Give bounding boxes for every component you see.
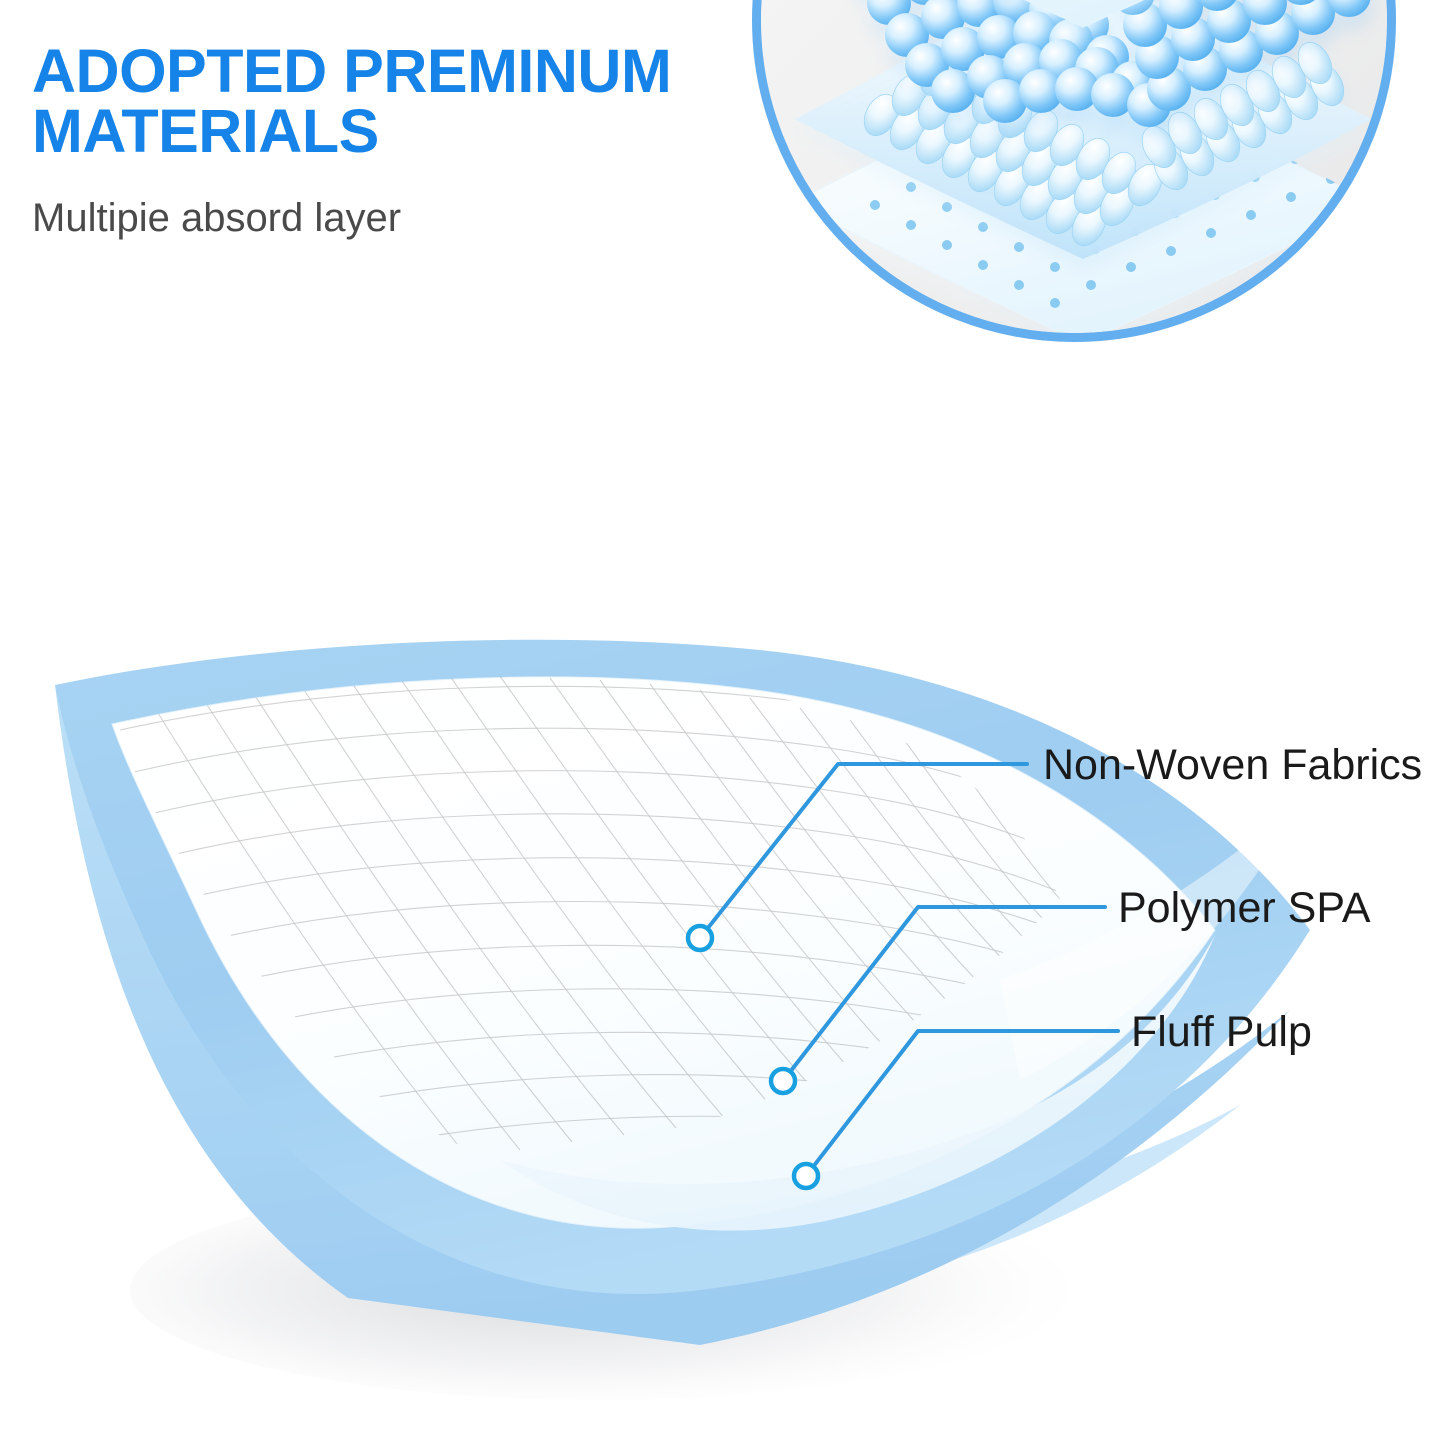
page-subtitle: Multipie absord layer <box>32 195 402 240</box>
layered-material-illustration <box>761 0 1387 333</box>
callout-label-fluff-pulp: Fluff Pulp <box>1131 1008 1312 1056</box>
callout-label-non-woven-fabrics: Non-Woven Fabrics <box>1043 741 1423 789</box>
inset-content <box>761 0 1387 333</box>
inset-ring-border <box>752 0 1396 342</box>
pad-inner-layer-edge <box>500 935 1215 1231</box>
material-closeup-inset <box>752 0 1396 342</box>
page-title: ADOPTED PREMINUM MATERIALS <box>32 37 672 165</box>
callout-label-polymer-spa: Polymer SPA <box>1118 884 1371 932</box>
heading-block: ADOPTED PREMINUM MATERIALS Multipie abso… <box>32 37 762 241</box>
